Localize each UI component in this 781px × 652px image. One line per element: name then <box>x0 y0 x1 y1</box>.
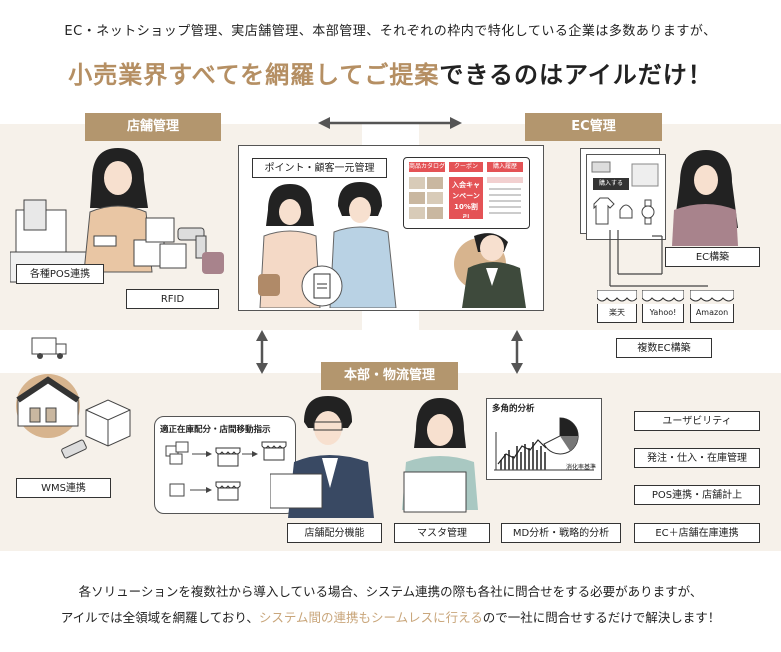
feature-pos: POS連携・店舗計上 <box>634 485 760 505</box>
app-content <box>409 177 523 219</box>
mall-label-rakuten: 楽天 <box>597 304 637 323</box>
analysis-chart-note: 消化率基準 <box>566 464 597 471</box>
app-tab-history: 購入履歴 <box>487 162 523 172</box>
awning-icon <box>597 290 637 302</box>
ec-title-badge: EC管理 <box>525 113 662 141</box>
ec-connectors <box>609 230 708 287</box>
intro-text: EC・ネットショップ管理、実店舗管理、本部管理、それぞれの枠内で特化している企業… <box>64 24 717 39</box>
footer-line-2-highlight: システム間の連携もシームレスに行える <box>258 610 483 625</box>
coupon-text: 入会キャンペーン10%割引 <box>452 181 480 218</box>
headline: 小売業界すべてを網羅してご提案できるのはアイルだけ！ <box>0 55 781 90</box>
store-title-badge: 店舗管理 <box>85 113 221 141</box>
customers-illustration <box>258 182 397 308</box>
businessman-illustration <box>270 396 374 518</box>
staff-man-illustration <box>454 233 526 308</box>
footer-line-1: 各ソリューションを複数社から導入している場合、システム連携の際も各社に問合せをす… <box>78 584 703 599</box>
points-customer-label: ポイント・顧客一元管理 <box>252 158 387 178</box>
mall-store-rakuten: 楽天 <box>597 290 637 323</box>
analysis-chart-graphic <box>494 417 594 471</box>
app-tab-coupon: クーポン <box>449 162 483 172</box>
feature-ec-stock: EC＋店舗在庫連携 <box>634 523 760 543</box>
footer-line-2-prefix: アイルでは全領域を網羅しており、 <box>60 610 259 625</box>
feature-ordering: 発注・仕入・在庫管理 <box>634 448 760 468</box>
headline-highlight: 小売業界すべてを網羅してご提案 <box>68 61 440 89</box>
left-vertical-arrow <box>256 330 268 374</box>
mall-store-yahoo: Yahoo! <box>642 290 684 323</box>
allocation-function-label: 店舗配分機能 <box>287 523 382 543</box>
mall-label-amazon: Amazon <box>690 304 734 323</box>
md-analysis-label: MD分析・戦略的分析 <box>501 523 621 543</box>
headline-rest: できるのはアイルだけ！ <box>439 61 713 89</box>
horizontal-double-arrow <box>318 117 462 129</box>
awning-icon <box>690 290 734 302</box>
footer-line-2: アイルでは全領域を網羅しており、システム間の連携もシームレスに行えるので一社に問… <box>0 607 781 626</box>
right-vertical-arrow <box>511 330 523 374</box>
master-operator-illustration <box>402 398 478 513</box>
buy-button: 購入する <box>593 178 629 190</box>
awning-icon <box>642 290 684 302</box>
analysis-chart-title: 多角的分析 <box>492 404 535 414</box>
mall-store-amazon: Amazon <box>690 290 734 323</box>
master-management-label: マスタ管理 <box>394 523 490 543</box>
app-tab-catalog: 商品カタログ <box>409 162 446 172</box>
feature-usability: ユーザビリティ <box>634 411 760 431</box>
mall-label-yahoo: Yahoo! <box>642 304 684 323</box>
allocation-illustration <box>165 441 287 501</box>
hq-title-badge: 本部・物流管理 <box>321 362 458 390</box>
allocation-title: 適正在庫配分・店間移動指示 <box>160 425 271 435</box>
multi-ec-label: 複数EC構築 <box>616 338 712 358</box>
pos-integration-label: 各種POS連携 <box>16 264 104 284</box>
rfid-label: RFID <box>126 289 219 309</box>
warehouse-illustration <box>16 337 131 459</box>
ec-build-label: EC構築 <box>665 247 760 267</box>
ec-operator-illustration <box>672 150 738 246</box>
footer-line-2-suffix: ので一社に問合せするだけで解決します！ <box>482 610 721 625</box>
ec-products <box>591 161 659 225</box>
wms-label: WMS連携 <box>16 478 111 498</box>
